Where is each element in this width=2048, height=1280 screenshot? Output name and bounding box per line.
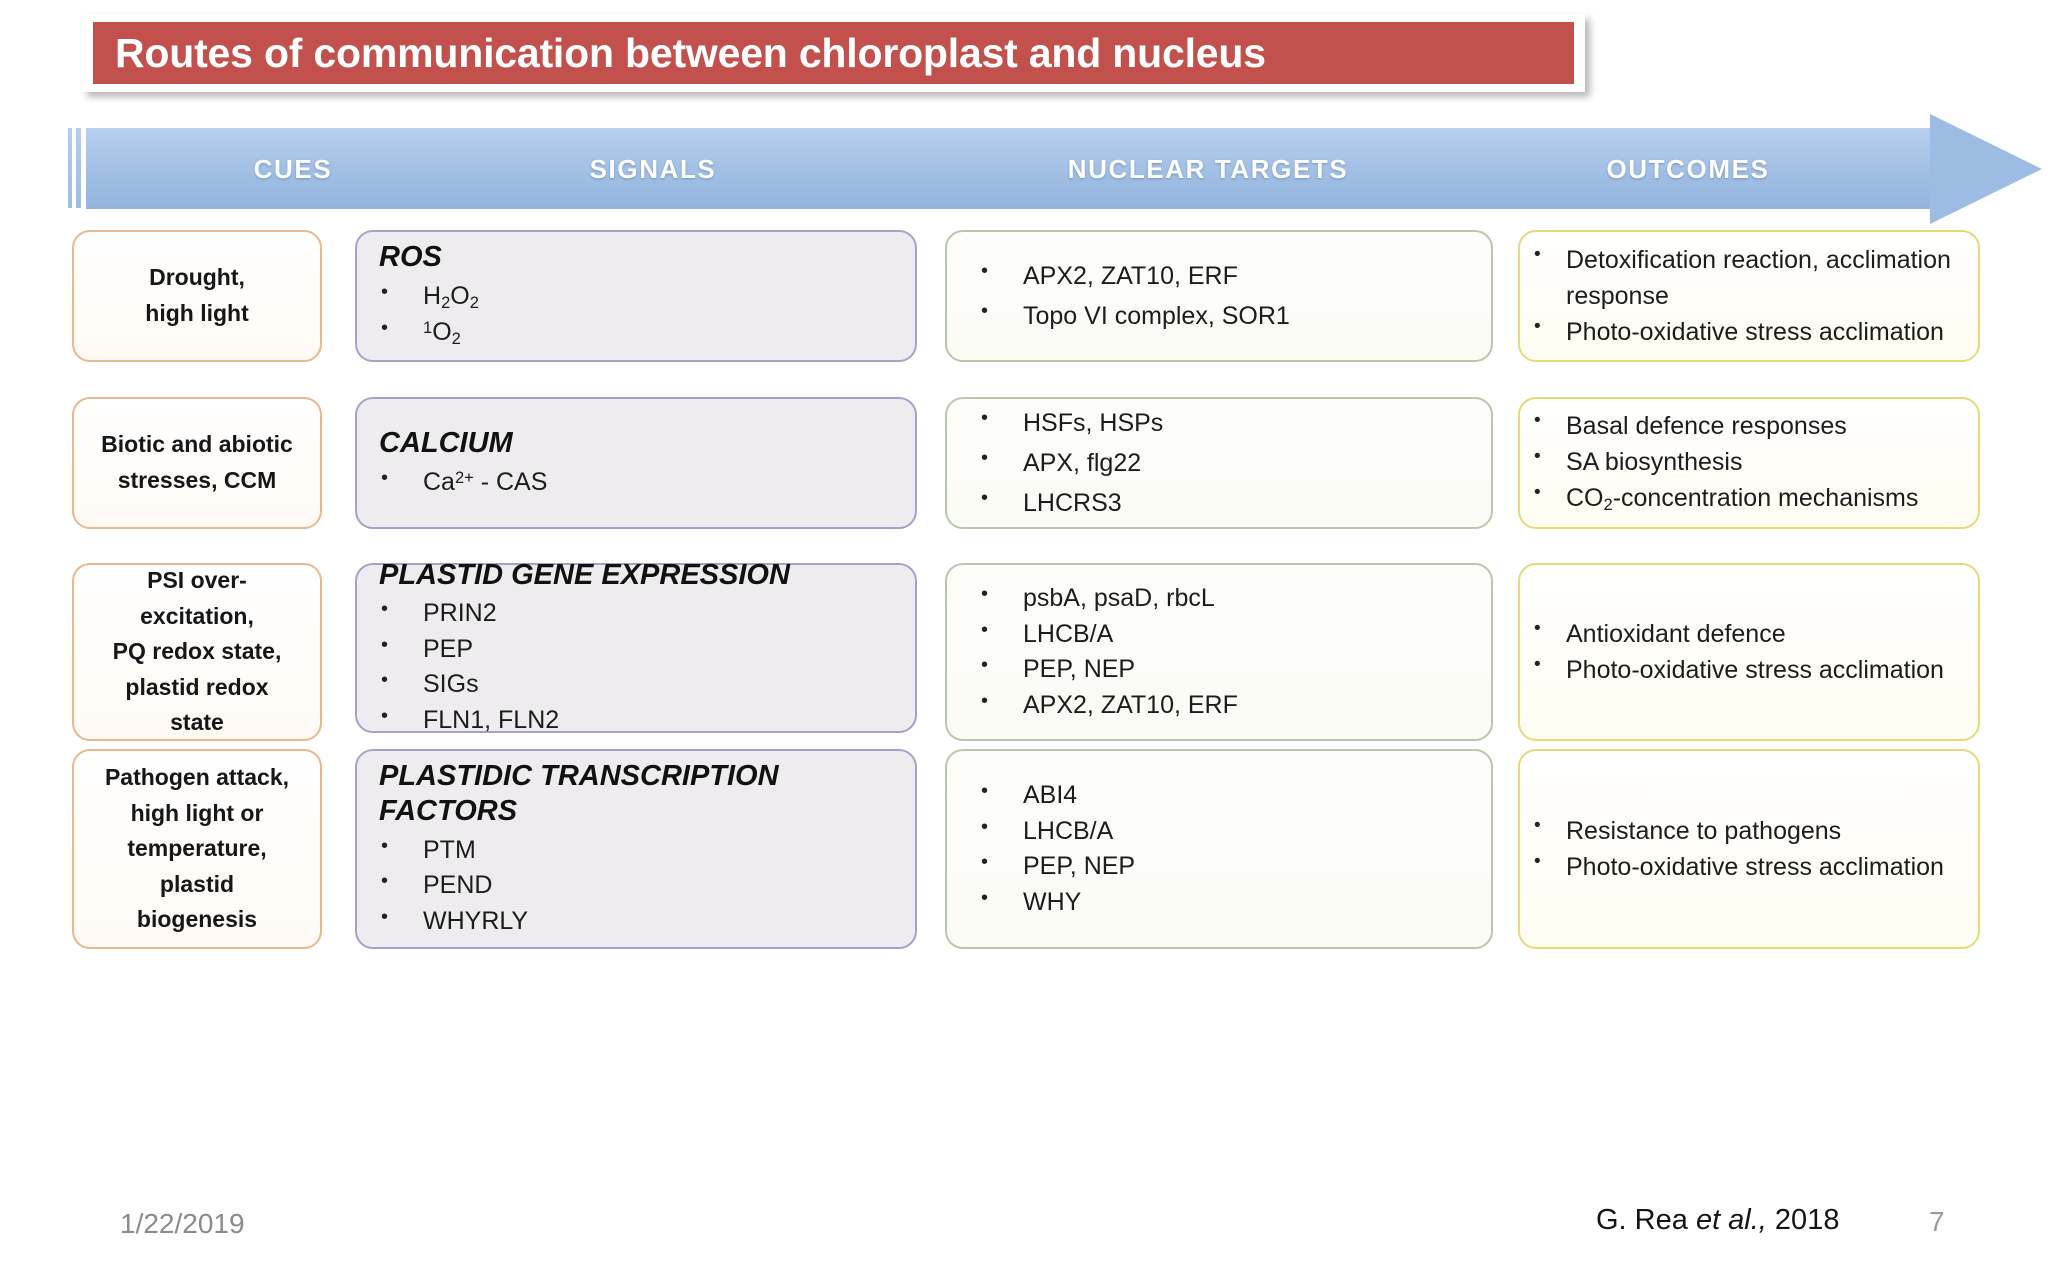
- signal-title: PLASTID GENE EXPRESSION: [379, 558, 790, 591]
- list-item: Photo-oxidative stress acclimation: [1532, 313, 1978, 350]
- arrow-tail-bar-2: [76, 128, 81, 208]
- outcome-items: Antioxidant defence Photo-oxidative stre…: [1520, 615, 1978, 689]
- list-item: H2O2: [379, 278, 915, 316]
- list-item: ABI4: [979, 777, 1491, 814]
- list-item: APX, flg22: [979, 442, 1491, 483]
- signal-items: H2O2 1O2: [357, 278, 915, 352]
- list-item: SIGs: [379, 666, 915, 703]
- outcomes-cell-row2: Basal defence responses SA biosynthesis …: [1518, 397, 1980, 529]
- outcomes-cell-row4: Resistance to pathogens Photo-oxidative …: [1518, 749, 1980, 949]
- list-item: SA biosynthesis: [1532, 443, 1978, 480]
- list-item: Photo-oxidative stress acclimation: [1532, 651, 1978, 688]
- list-item: Ca2+ - CAS: [379, 464, 915, 501]
- signals-cell-row1: ROS H2O2 1O2: [355, 230, 917, 362]
- list-item: PRIN2: [379, 595, 915, 632]
- cues-text: PSI over-excitation,PQ redox state,plast…: [112, 566, 282, 736]
- list-item: LHCB/A: [979, 813, 1491, 850]
- list-item: Basal defence responses: [1532, 407, 1978, 444]
- footer-date: 1/22/2019: [120, 1208, 245, 1239]
- cues-text: Drought,high light: [145, 264, 249, 326]
- routes-matrix: Drought,high light ROS H2O2 1O2 APX2, ZA…: [0, 230, 2048, 949]
- footer-reference: G. Rea et al., 2018: [1596, 1204, 1839, 1237]
- list-item: Photo-oxidative stress acclimation: [1532, 848, 1978, 885]
- outcome-items: Resistance to pathogens Photo-oxidative …: [1520, 812, 1978, 886]
- arrow-head-icon: [1930, 114, 2042, 224]
- arrow-tail-bar-1: [68, 128, 72, 208]
- outcome-items: Detoxification reaction, acclimation res…: [1520, 241, 1978, 351]
- column-header-cues: CUES: [253, 154, 333, 184]
- matrix-row: PSI over-excitation,PQ redox state,plast…: [0, 559, 2048, 749]
- title-banner: Routes of communication between chloropl…: [93, 22, 1574, 84]
- list-item: Detoxification reaction, acclimation res…: [1532, 241, 1978, 315]
- list-item: PTM: [379, 832, 915, 869]
- arrow-body: [86, 128, 1946, 209]
- signal-items: PRIN2 PEP SIGs FLN1, FLN2: [357, 595, 915, 739]
- nuclear-targets-cell-row1: APX2, ZAT10, ERF Topo VI complex, SOR1: [945, 230, 1493, 362]
- nuclear-targets-cell-row3: psbA, psaD, rbcL LHCB/A PEP, NEP APX2, Z…: [945, 563, 1493, 741]
- nuclear-targets-cell-row4: ABI4 LHCB/A PEP, NEP WHY: [945, 749, 1493, 949]
- target-items: psbA, psaD, rbcL LHCB/A PEP, NEP APX2, Z…: [947, 580, 1491, 724]
- list-item: APX2, ZAT10, ERF: [979, 255, 1491, 296]
- signal-title: ROS: [379, 241, 442, 274]
- process-arrow-header: CUES SIGNALS NUCLEAR TARGETS OUTCOMES: [68, 114, 2042, 224]
- list-item: 1O2: [379, 314, 915, 352]
- list-item: LHCB/A: [979, 616, 1491, 653]
- list-item: LHCRS3: [979, 482, 1491, 523]
- target-items: ABI4 LHCB/A PEP, NEP WHY: [947, 777, 1491, 921]
- list-item: Resistance to pathogens: [1532, 812, 1978, 849]
- signals-cell-row3: PLASTID GENE EXPRESSION PRIN2 PEP SIGs F…: [355, 559, 917, 734]
- reference-author: G. Rea: [1596, 1204, 1696, 1236]
- outcomes-cell-row1: Detoxification reaction, acclimation res…: [1518, 230, 1980, 362]
- list-item: Antioxidant defence: [1532, 615, 1978, 652]
- list-item: psbA, psaD, rbcL: [979, 580, 1491, 617]
- target-items: HSFs, HSPs APX, flg22 LHCRS3: [947, 402, 1491, 523]
- cues-cell-row1: Drought,high light: [72, 230, 322, 362]
- list-item: HSFs, HSPs: [979, 402, 1491, 443]
- list-item: PEND: [379, 867, 915, 904]
- page-title: Routes of communication between chloropl…: [115, 29, 1266, 76]
- list-item: Topo VI complex, SOR1: [979, 295, 1491, 336]
- signal-items: PTM PEND WHYRLY: [357, 832, 915, 940]
- list-item: CO2-concentration mechanisms: [1532, 479, 1978, 518]
- footer-page-number: 7: [1929, 1206, 1945, 1237]
- signal-items: Ca2+ - CAS: [357, 464, 915, 501]
- list-item: PEP, NEP: [979, 651, 1491, 688]
- reference-year: 2018: [1766, 1204, 1840, 1236]
- list-item: WHY: [979, 884, 1491, 921]
- list-item: PEP, NEP: [979, 848, 1491, 885]
- target-items: APX2, ZAT10, ERF Topo VI complex, SOR1: [947, 255, 1491, 336]
- cues-cell-row3: PSI over-excitation,PQ redox state,plast…: [72, 563, 322, 741]
- outcome-items: Basal defence responses SA biosynthesis …: [1520, 407, 1978, 519]
- signals-cell-row2: CALCIUM Ca2+ - CAS: [355, 397, 917, 529]
- signal-title: CALCIUM: [379, 426, 513, 459]
- column-header-outcomes: OUTCOMES: [1606, 154, 1770, 184]
- list-item: PEP: [379, 631, 915, 668]
- list-item: FLN1, FLN2: [379, 702, 915, 739]
- list-item: APX2, ZAT10, ERF: [979, 687, 1491, 724]
- outcomes-cell-row3: Antioxidant defence Photo-oxidative stre…: [1518, 563, 1980, 741]
- reference-italic: et al.,: [1695, 1204, 1767, 1236]
- column-header-signals: SIGNALS: [589, 154, 717, 184]
- list-item: WHYRLY: [379, 903, 915, 940]
- matrix-row: Drought,high light ROS H2O2 1O2 APX2, ZA…: [0, 230, 2048, 397]
- column-header-nuclear-targets: NUCLEAR TARGETS: [1067, 154, 1349, 184]
- nuclear-targets-cell-row2: HSFs, HSPs APX, flg22 LHCRS3: [945, 397, 1493, 529]
